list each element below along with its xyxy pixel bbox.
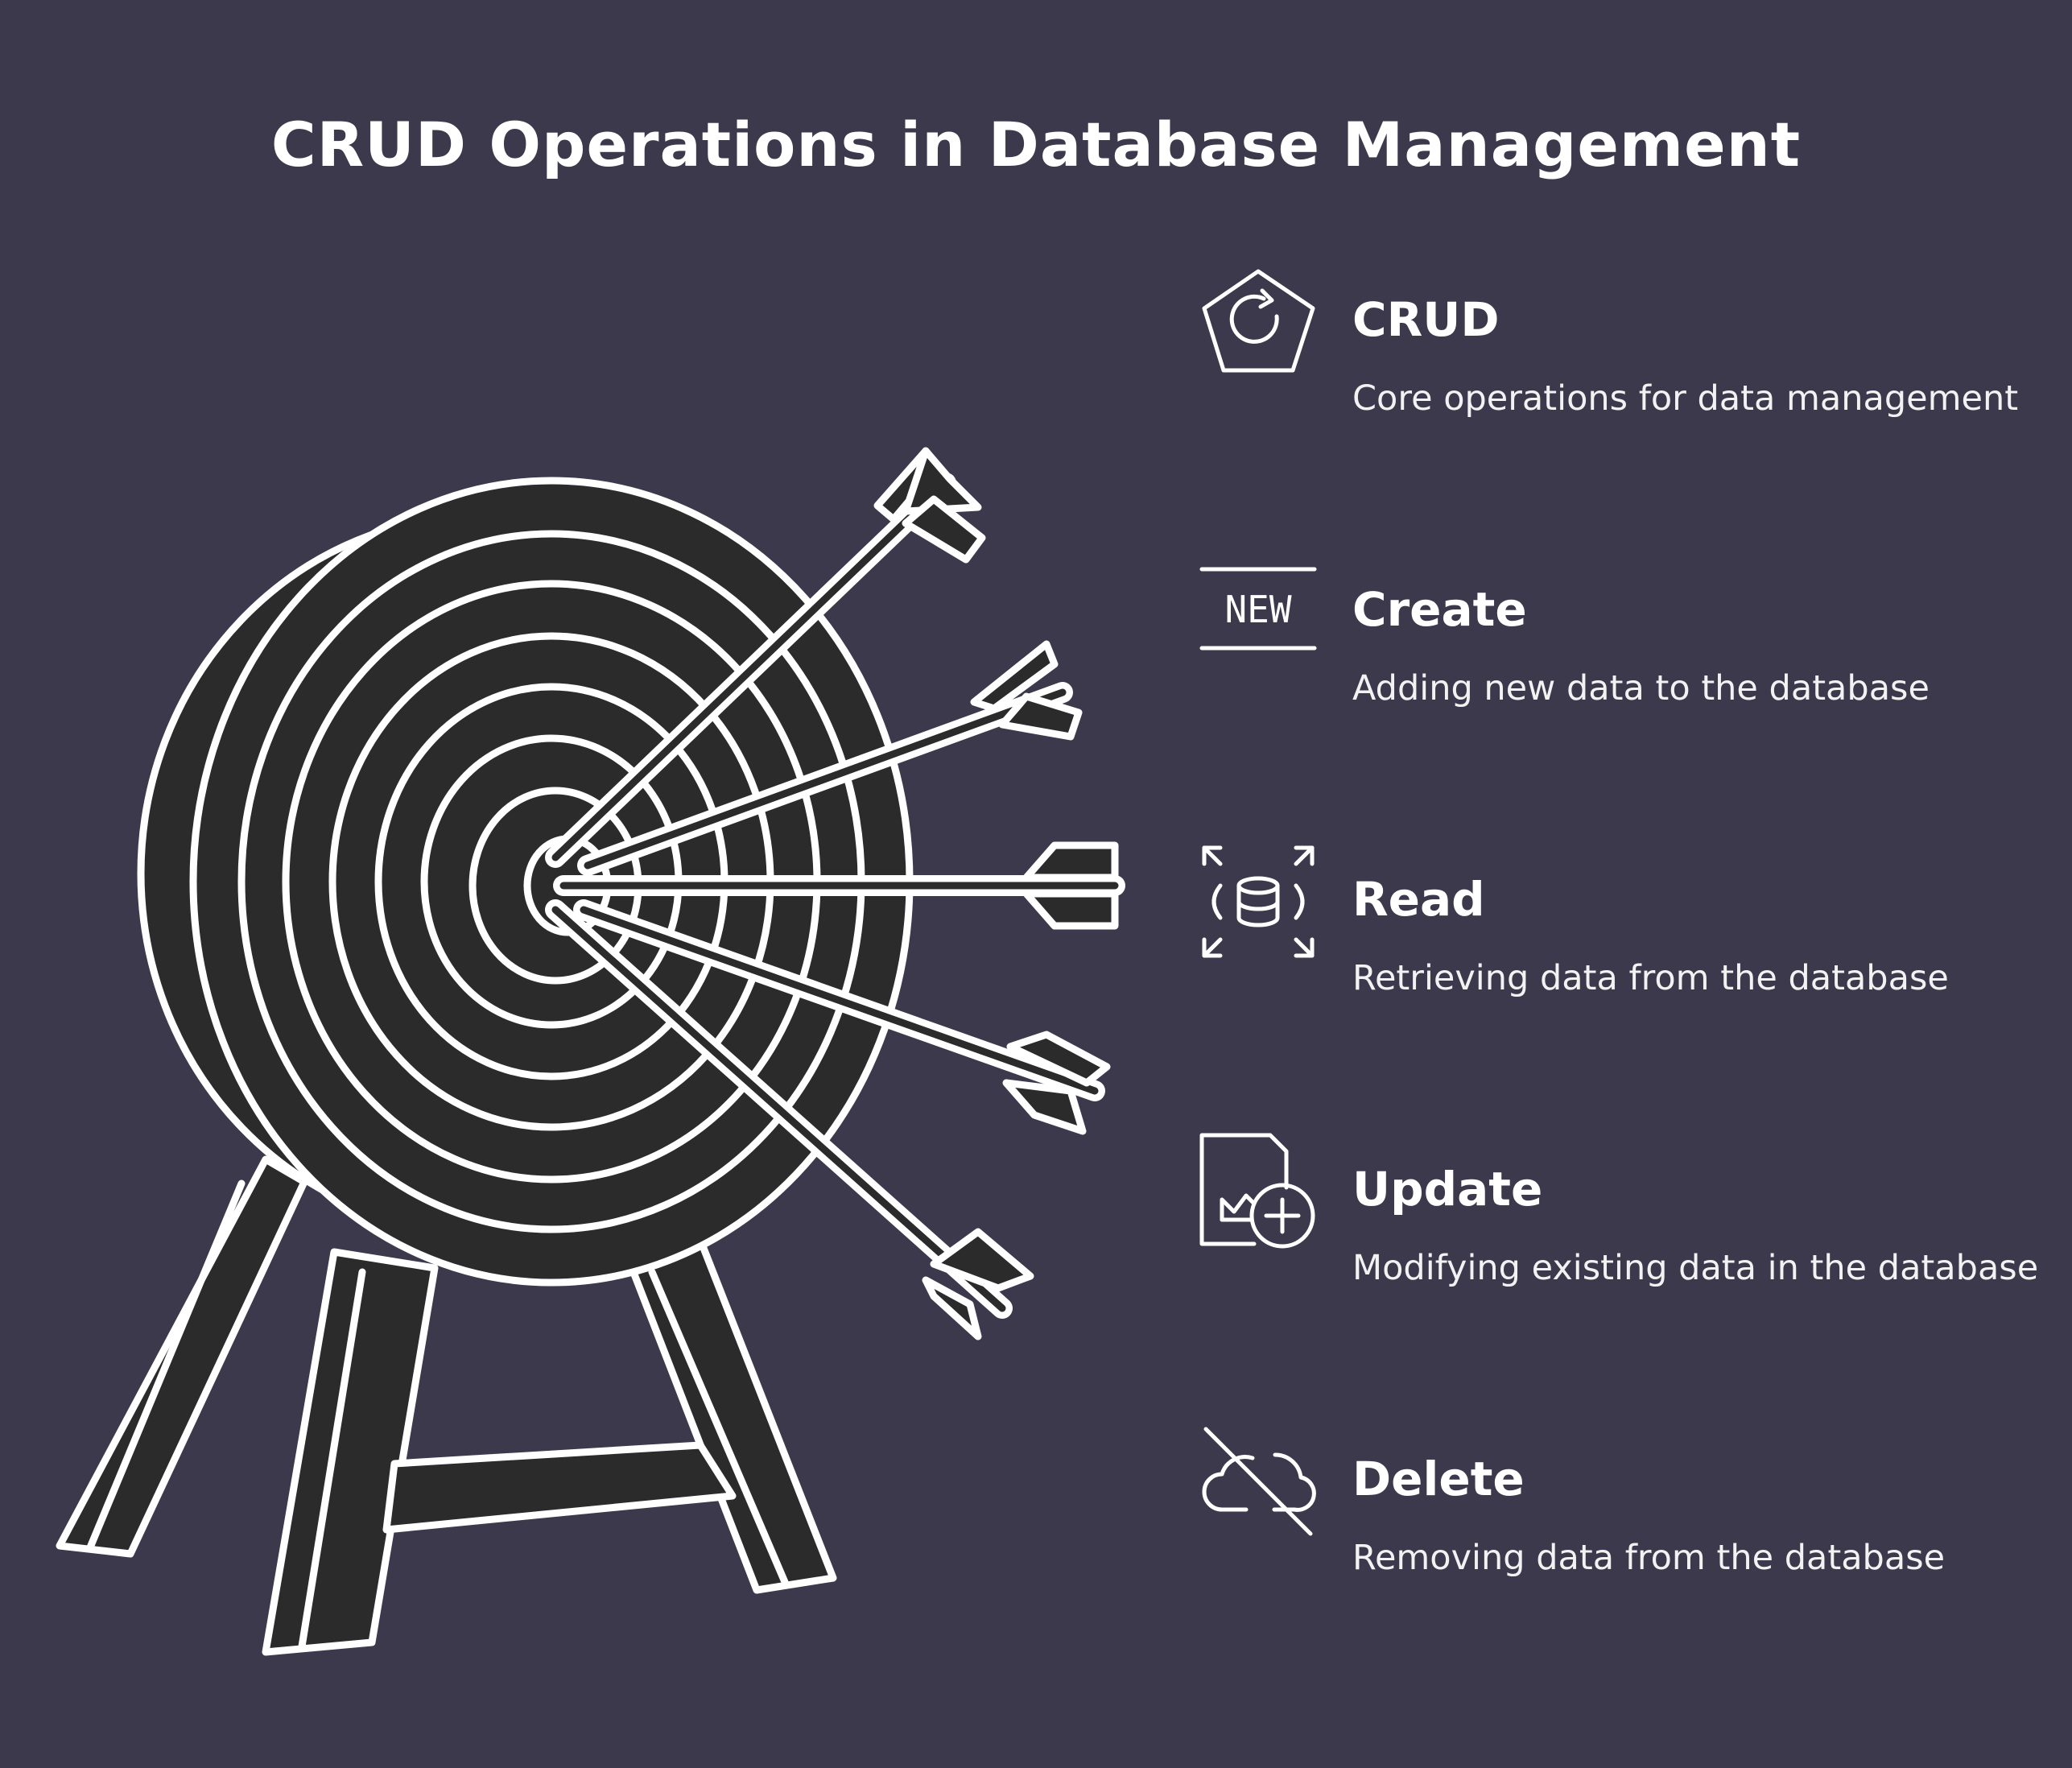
item-description: Modifying existing data in the database [1352,1248,2039,1288]
item-label: Delete [1352,1452,1525,1506]
database-expand-icon [1202,845,1315,958]
item-label: Create [1352,582,1527,637]
item-label: CRUD [1352,292,1500,347]
item-crud: CRUD Core operations for data management [1198,262,2059,503]
item-label: Read [1352,872,1485,927]
stand-crossbar [382,1441,737,1534]
svg-text:NEW: NEW [1224,588,1291,631]
item-update: Update Modifying existing data in the da… [1198,1131,2059,1373]
item-description: Adding new data to the database [1352,668,1930,708]
page-title: CRUD Operations in Database Management [270,109,1802,180]
arrow-1 [545,447,986,868]
arrow-3 [553,841,1125,930]
document-chart-add-icon [1199,1133,1315,1249]
cycle-pentagon-icon [1202,269,1315,373]
item-description: Removing data from the database [1352,1538,1946,1578]
item-delete: Delete Removing data from the database [1198,1421,2059,1663]
item-label: Update [1352,1162,1543,1217]
stand-leg-right [628,1236,837,1594]
item-read: Read Retrieving data from the database [1198,841,2059,1083]
item-create: NEW Create Adding new data to the databa… [1198,551,2059,793]
item-description: Retrieving data from the database [1352,958,1949,998]
arrow-4 [573,899,1111,1135]
stand-leg-left [56,1155,308,1558]
stand-leg-center [262,1248,439,1656]
arrow-5 [545,899,1034,1340]
target-illustration [56,447,1125,1656]
arrow-2 [577,640,1083,876]
item-description: Core operations for data management [1352,378,2019,419]
cloud-off-icon [1202,1427,1316,1536]
new-badge-icon: NEW [1199,567,1317,651]
